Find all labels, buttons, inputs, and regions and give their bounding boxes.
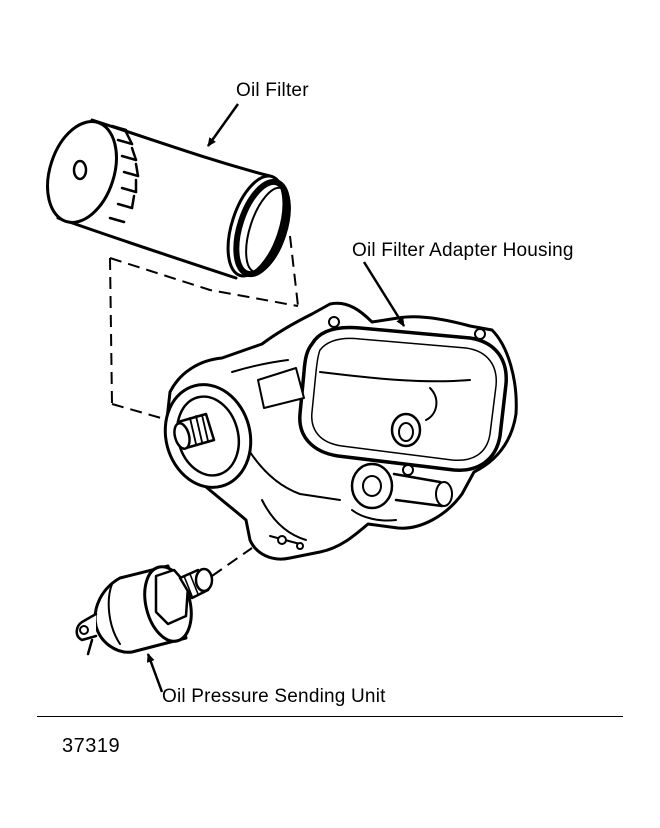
adapter-housing-label: Oil Filter Adapter Housing (352, 240, 574, 261)
sending-unit-leader (146, 653, 164, 693)
adapter-housing-drawing (163, 301, 518, 561)
sending-unit-drawing (75, 564, 214, 656)
adapter-leader (362, 261, 406, 327)
figure-number: 37319 (62, 735, 121, 757)
leader-arrows (146, 103, 406, 693)
sending-unit-label: Oil Pressure Sending Unit (162, 686, 386, 707)
oil-filter-label: Oil Filter (236, 80, 309, 101)
alignment-dashes-filter (109, 235, 299, 421)
oil-filter-drawing (46, 118, 291, 280)
divider-rule (37, 716, 623, 717)
alignment-dashes-sender (211, 547, 253, 577)
oil-filter-leader (206, 103, 240, 147)
